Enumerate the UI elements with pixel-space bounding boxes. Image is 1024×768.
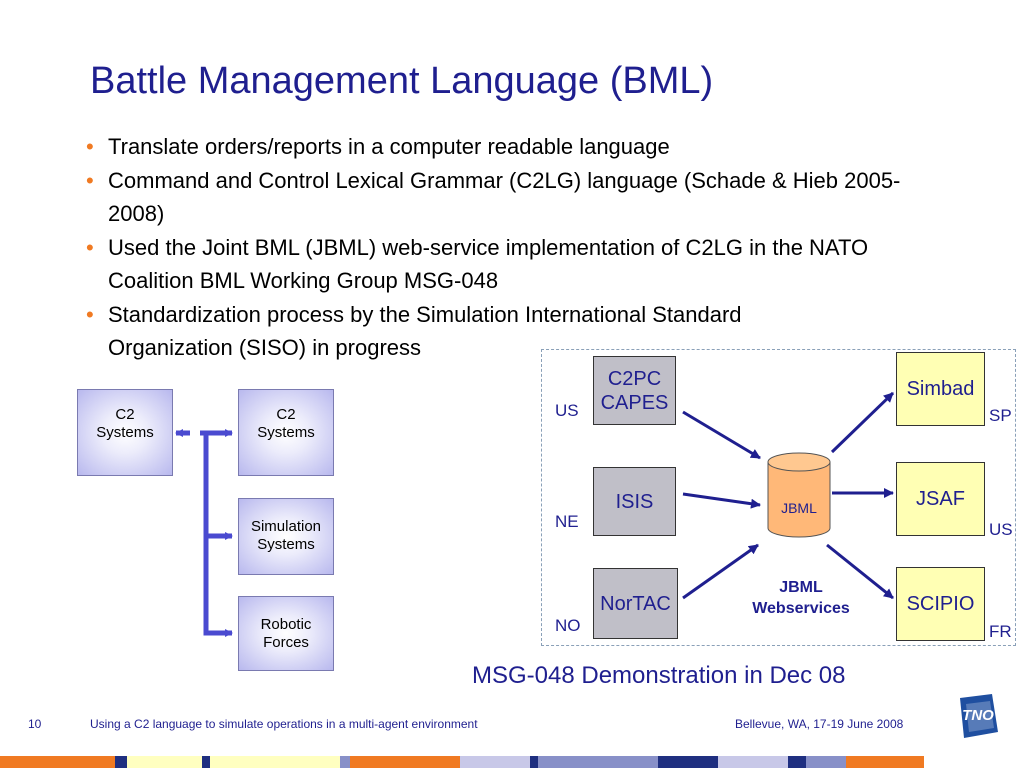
tno-logo: TNO — [952, 694, 1002, 740]
box-line: CAPES — [600, 391, 669, 414]
label-line: Webservices — [752, 599, 850, 617]
country-label-sp: SP — [989, 406, 1012, 425]
scipio-box: SCIPIO — [896, 567, 985, 641]
bar-segment — [538, 756, 658, 768]
jbml-diagram-frame — [541, 349, 1016, 646]
bullet-text: Command and Control Lexical Grammar (C2L… — [108, 167, 901, 227]
jbml-hub-icon — [767, 452, 831, 538]
jbml-arrows — [682, 391, 895, 600]
box-line: Forces — [263, 634, 309, 651]
country-label-us: US — [555, 401, 579, 420]
arrow-c2pc-to-jbml — [682, 410, 761, 460]
country-label-us-2: US — [989, 520, 1013, 539]
bar-segment — [340, 756, 350, 768]
jbml-webservices-label: JBML Webservices — [740, 578, 862, 620]
footer-location-date: Bellevue, WA, 17-19 June 2008 — [735, 717, 904, 731]
simbad-box: Simbad — [896, 352, 985, 426]
box-line: Systems — [257, 424, 315, 441]
arrow-nortac-to-jbml — [682, 543, 759, 600]
bullet-text: Used the Joint BML (JBML) web-service im… — [108, 234, 869, 294]
box-line: NorTAC — [600, 592, 671, 615]
slide-title: Battle Management Language (BML) — [90, 60, 714, 102]
bullet-item: • Translate orders/reports in a computer … — [86, 130, 936, 164]
jbml-hub-label: JBML — [781, 500, 817, 516]
box-line: C2 — [276, 406, 296, 423]
bar-segment — [460, 756, 530, 768]
bullet-icon: • — [86, 301, 94, 327]
bar-segment — [806, 756, 846, 768]
box-line: Systems — [96, 424, 154, 441]
bullet-icon: • — [86, 167, 94, 193]
tno-logo-text: TNO — [962, 707, 994, 724]
country-label-no: NO — [555, 616, 581, 635]
box-line: C2PC — [607, 367, 662, 390]
country-label-fr: FR — [989, 622, 1012, 641]
bullet-item: • Used the Joint BML (JBML) web-service i… — [86, 231, 938, 298]
nortac-box: NorTAC — [593, 568, 678, 639]
demo-caption: MSG-048 Demonstration in Dec 08 — [472, 662, 846, 689]
bar-segment — [350, 756, 460, 768]
left-arrows — [175, 429, 233, 637]
bullet-text: Translate orders/reports in a computer r… — [108, 134, 670, 159]
arrow-jbml-to-simbad — [830, 391, 895, 454]
bar-segment — [127, 756, 202, 768]
bullet-text: Standardization process by the Simulatio… — [108, 301, 742, 361]
tno-logo-icon — [960, 694, 998, 738]
box-line: C2 — [115, 406, 135, 423]
bar-segment — [210, 756, 340, 768]
arrow-jbml-to-scipio — [826, 543, 894, 600]
bar-segment — [115, 756, 127, 768]
box-line: Robotic — [260, 616, 312, 633]
box-line: Simulation — [250, 518, 322, 535]
footer-text: Using a C2 language to simulate operatio… — [90, 717, 478, 731]
bar-segment — [0, 756, 115, 768]
box-line: ISIS — [615, 490, 654, 513]
box-line: JSAF — [916, 488, 965, 510]
box-line: SCIPIO — [906, 593, 975, 615]
arrow-isis-to-jbml — [682, 492, 761, 509]
country-label-ne: NE — [555, 512, 579, 531]
box-line: Simbad — [906, 378, 975, 400]
bullet-icon: • — [86, 234, 94, 260]
box-line: Systems — [257, 536, 315, 553]
bullet-icon: • — [86, 134, 94, 159]
bar-segment — [530, 756, 538, 768]
bottom-color-bar — [0, 756, 1024, 768]
isis-box: ISIS — [593, 467, 676, 536]
bullet-list: • Translate orders/reports in a computer … — [86, 130, 936, 365]
bar-segment — [202, 756, 210, 768]
page-number: 10 — [28, 717, 42, 731]
arrow-to-robotic — [203, 433, 233, 637]
bar-segment — [846, 756, 924, 768]
bullet-item: • Standardization process by the Simulati… — [86, 298, 868, 365]
jsaf-box: JSAF — [896, 462, 985, 536]
label-line: JBML — [779, 579, 823, 596]
bullet-item: • Command and Control Lexical Grammar (C2… — [86, 164, 908, 231]
bar-segment — [718, 756, 788, 768]
bar-segment — [658, 756, 718, 768]
bar-segment — [788, 756, 806, 768]
